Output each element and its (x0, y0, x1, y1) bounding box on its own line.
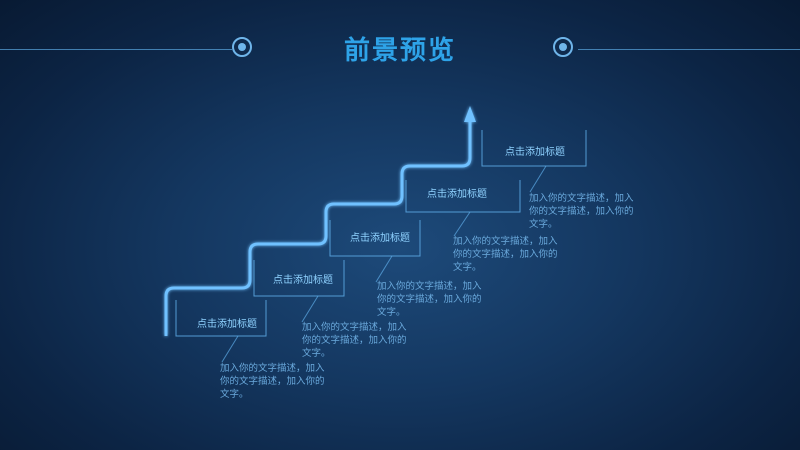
staircase-line (164, 118, 472, 336)
step-2-description: 加入你的文字描述，加入你的文字描述，加入你的文字。 (302, 322, 407, 359)
header-line-right (578, 49, 800, 50)
page-title: 前景预览 (343, 36, 456, 66)
step-box-4 (405, 180, 521, 213)
connector-5 (529, 165, 547, 193)
step-5-description: 加入你的文字描述，加入你的文字描述，加入你的文字。 (529, 193, 634, 230)
connector-2 (301, 295, 319, 323)
step-3-title: 点击添加标题 (350, 233, 410, 244)
connector-1 (221, 335, 239, 363)
connector-4 (453, 211, 471, 237)
step-box-5 (481, 130, 587, 167)
circle-ornament-left-icon (232, 37, 252, 57)
step-4-description: 加入你的文字描述，加入你的文字描述，加入你的文字。 (453, 236, 558, 273)
step-box-1 (175, 300, 267, 337)
step-1-description: 加入你的文字描述，加入你的文字描述，加入你的文字。 (220, 363, 325, 400)
step-4-title: 点击添加标题 (427, 189, 487, 200)
step-box-2 (253, 260, 345, 297)
arrow-up-icon (464, 106, 476, 122)
step-3-description: 加入你的文字描述，加入你的文字描述，加入你的文字。 (377, 281, 482, 318)
connector-3 (375, 255, 393, 283)
step-1-title: 点击添加标题 (197, 319, 257, 330)
step-5-title: 点击添加标题 (505, 147, 565, 158)
step-box-3 (329, 220, 421, 257)
circle-ornament-right-icon (553, 37, 573, 57)
step-2-title: 点击添加标题 (273, 275, 333, 286)
header-line-left (0, 49, 232, 50)
